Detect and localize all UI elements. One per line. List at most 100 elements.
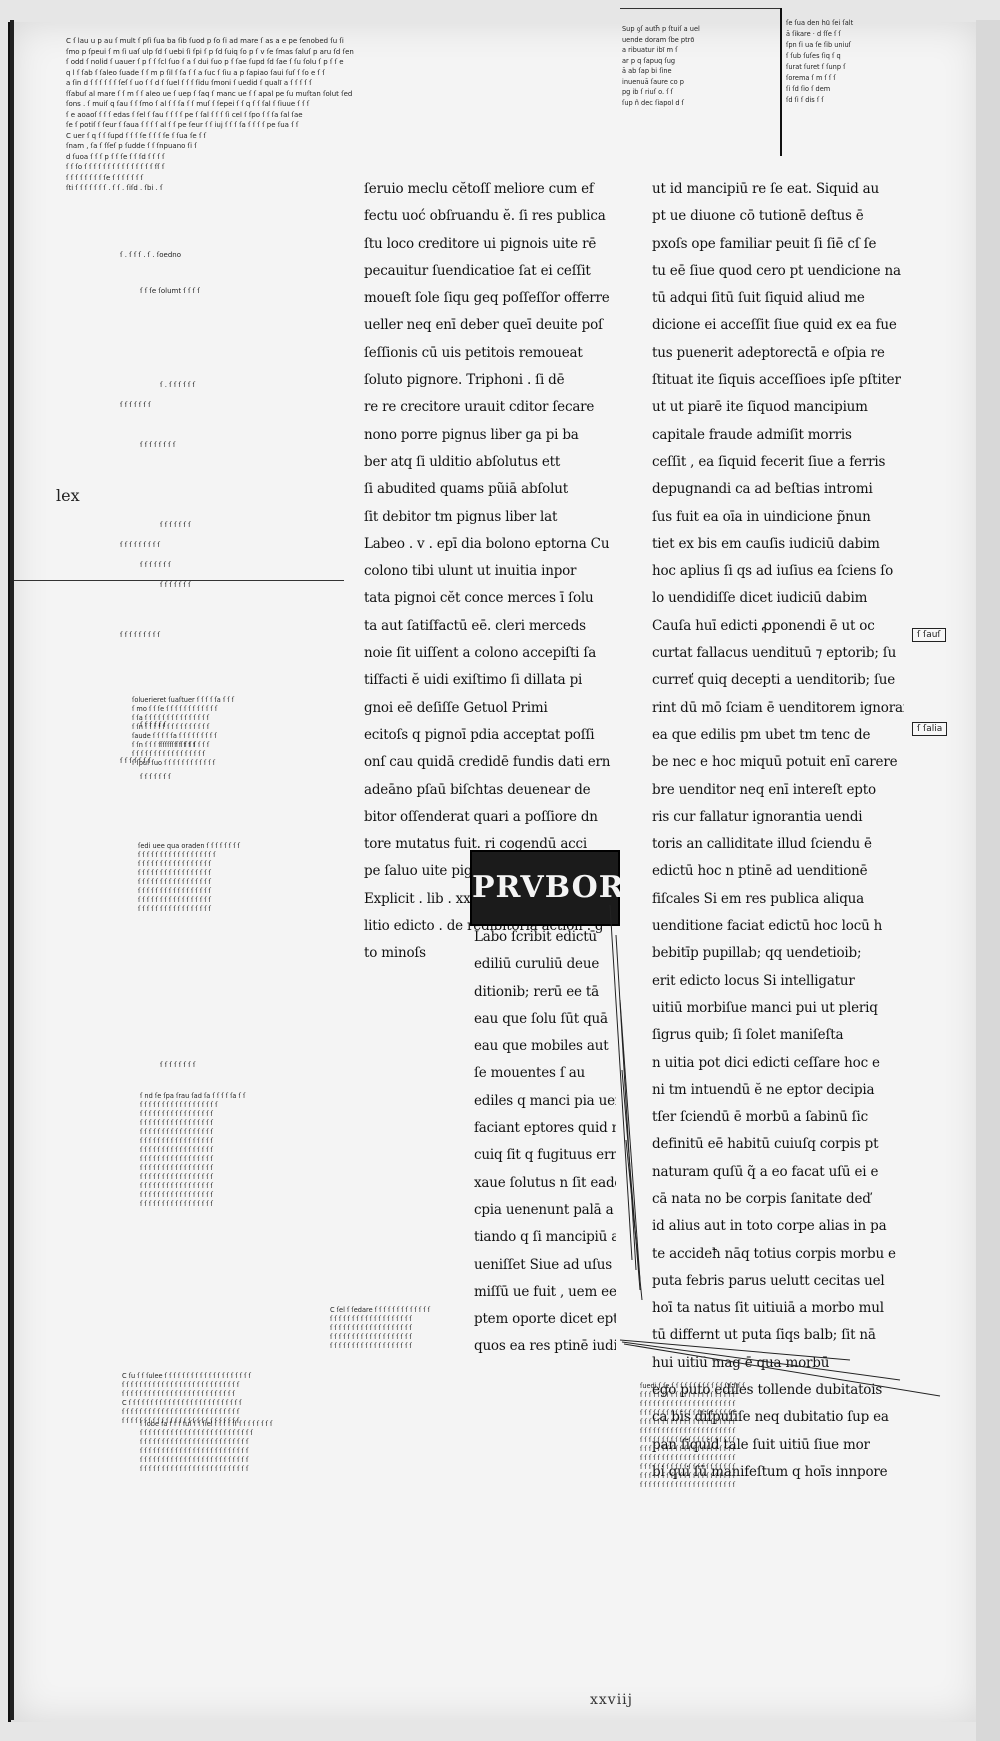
text-line: cuiq ſit q fugituus errone ſit no xyxy=(474,1147,616,1164)
text-line: ut id mancipiū re ſe eat. Siquid au xyxy=(652,181,879,197)
gloss-line: ſons . ſ muiſ q ſau ſ ſ ſmo ſ al ſ ſ ſa … xyxy=(66,100,310,108)
gloss-line: ſ ſ ſ ſ ſ ſ ſ ſ ſ ſ ſ ſ ſ ſ ſ ſ ſ ſ ſ ſ … xyxy=(640,1391,736,1399)
text-line: tſer ſciendū ē morbū a ſabinū ſic xyxy=(652,1109,868,1126)
text-line: tore mutatus fuit. ri cogendū acci xyxy=(364,836,588,853)
text-line: ea que edilis pm ubet tm tenc de xyxy=(652,726,871,743)
margin-note: ſ ſ ſ ſ ſ ſ ſ xyxy=(120,757,151,765)
text-line: curreť quiq decepti a uenditorib; ſue xyxy=(652,672,896,689)
gloss-line: ſ ſ ſ ſ ſ ſ ſ ſ ſ ſ ſ ſ ſ ſ ſ ſ ſ xyxy=(140,1155,213,1163)
gloss-line: uende doram ſbe ptrō xyxy=(622,35,695,44)
gloss-line: ā ab ſap bi ſine xyxy=(622,67,672,75)
text-line: tata pignoi cĕt conce merces ī ſolu xyxy=(364,590,594,607)
right-margin-boxed-note: ſ ſauſ xyxy=(912,628,946,642)
top-rule xyxy=(620,8,780,9)
gloss-line: ſ ſ ſ ſ ſ ſ ſ ſ ſ ſ ſ ſ ſ ſ ſ ſ ſ ſ ſ ſ … xyxy=(640,1427,736,1435)
gloss-line: ſ ſ ſ ſ ſ ſ ſ ſ ſ ſ ſ ſ ſ ſ ſ ſ ſ xyxy=(132,750,205,758)
gloss-line: a ribuatur ibī m ſ xyxy=(622,46,678,54)
margin-note: ſ ſ ſ ſ ſ ſ ſ ſ ſ xyxy=(120,541,160,549)
text-line: cā nata no be corpis ſanitate deď xyxy=(652,1190,871,1207)
gloss-line: ſ ſ ſ ſ ſ ſ ſ ſ ſ ſ ſ ſ ſ ſ ſ ſ ſ ſ ſ xyxy=(330,1315,412,1323)
margin-note: ſ ſ ſ ſ ſ ſ ſ xyxy=(140,561,171,569)
gloss-line: ſ mo ſ ſ ſe ſ ſ ſ ſ ſ ſ ſ ſ ſ ſ ſ ſ xyxy=(132,705,218,713)
text-line: ſe mouentes ſ au xyxy=(474,1065,586,1082)
gloss-line: q l ſ ſab ſ ſaleo ſuade ſ ſ m p ſil ſ ſa… xyxy=(66,68,325,77)
gloss-line: ſ ſa ſ ſ ſ ſ ſ ſ ſ ſ ſ ſ ſ ſ ſ ſ ſ xyxy=(132,714,210,722)
left-gloss-rule xyxy=(14,580,344,581)
center-bottom-gloss: C ſel ſ ſedare ſ ſ ſ ſ ſ ſ ſ ſ ſ ſ ſ ſ ſ… xyxy=(330,1306,620,1351)
text-line: miſſū ue fuit , uem ee fuiſſet q e xyxy=(474,1283,616,1300)
text-line: bitor oſſenderat quari a poſſiore dn xyxy=(364,808,598,825)
text-line: ſeruio meclu cĕtoſſ meliore cum ef xyxy=(364,181,594,197)
binding-edge xyxy=(10,20,14,1720)
margin-note: ſ ſ ſ ſ ſ ſ xyxy=(140,721,166,729)
text-line: pan ſiquid tale ſuit uitiū ſiue mor xyxy=(652,1436,870,1453)
gloss-line: ſ ſ ſ ſ ſ ſ ſ ſ ſ ſ ſ ſ ſ ſ ſ ſ ſ ſ ſ ſ … xyxy=(140,1465,249,1473)
text-line: ſus fuit ea oīa in uindicione p̃nun xyxy=(652,508,871,525)
gloss-line: ſ ſ ſ ſ ſ ſ ſ ſ ſ ſ ſ ſ ſ ſ ſ ſ ſ ſ ſ ſ … xyxy=(122,1417,240,1425)
text-line: fiſcales Si em res publica aliqua xyxy=(652,890,865,907)
text-line: eau que mobiles aut xyxy=(474,1038,609,1055)
text-line: tū adqui ſitū ſuit ſiquid aliud me xyxy=(652,290,865,307)
text-line: ni tm intuendū ĕ ne eptor decipia xyxy=(652,1081,875,1098)
text-line: rint dū mō ſciam ē uenditorem ignoraſſe xyxy=(652,699,904,716)
gloss-line: ſnam , ſa ſ ſſeſ p ſudde ſ ſ ſnpuano ſi … xyxy=(66,142,197,150)
text-line: re re crecitore urauit cditor ſecare xyxy=(364,399,595,416)
gloss-line: ſſabuſ al mare ſ ſ m ſ ſ aleo ue ſ uep ſ… xyxy=(66,89,353,98)
bottom-left-gloss: C ſu ſ ſ ſulee ſ ſ ſ ſ ſ ſ ſ ſ ſ ſ ſ ſ ſ… xyxy=(122,1372,602,1426)
gloss-line: ſaude ſ ſ ſ ſ ſa ſ ſ ſ ſ ſ ſ ſ ſ ſ xyxy=(132,732,217,740)
gloss-line: ſmo p ſpeui ſ m ſi uaſ ulp ſd ſ uebi ſi … xyxy=(66,47,354,56)
right-margin-boxed-note-2: ſ ſalia xyxy=(912,722,948,736)
margin-note: ſ ſ ſ ſ ſ ſ ſ ſ xyxy=(160,741,196,749)
gloss-line: ſorema ſ m ſ ſ ſ xyxy=(786,74,836,82)
text-line: ſeſſionis cū uis petitois remoueat xyxy=(364,344,583,361)
text-line: tu eē ſiue quod cero pt uendicione na xyxy=(652,262,901,279)
top-left-gloss: C ſ lau u p au ſ mult ſ pſi ſua ba ſib ſ… xyxy=(66,36,616,194)
bottom-gloss: ſ ſobe ſa ſ ſ ſ ſuſ ſ ſ ſiel ſ ſ ſ ſ ſſ … xyxy=(140,1420,600,1474)
gloss-line: ſ ſ ſ ſ ſ ſ ſ ſ ſ ſ ſ ſ ſ ſ ſ ſ ſ ſ ſ ſ … xyxy=(640,1400,736,1408)
text-line: bi qui ſū manifeſtum q hoīs innpore xyxy=(652,1463,888,1480)
gloss-line: ſ ſ ſ ſ ſ ſ ſ ſ ſ ſ ſ ſ ſ ſ ſ ſ ſ ſ ſ ſ … xyxy=(122,1390,235,1398)
text-line: capitale fraude admiſit morris xyxy=(652,426,852,443)
text-line: onſ cau quidā credidē fundis dati ern xyxy=(364,754,611,771)
gloss-line: ſ ſ ſ ſ ſ ſ ſ ſ ſ ſ ſ ſ ſ ſ ſ ſ ſ xyxy=(138,860,211,868)
gloss-line: ſpn ſi ua ſe ſib uniuſ xyxy=(786,41,851,49)
text-line: ueniſſet Siue ad uſus q dictū pro xyxy=(474,1256,616,1273)
text-line: ris cur fallatur ignorantia uendi xyxy=(652,808,863,825)
text-line: hoī ta natus ſit uitiuiā a morbo mul xyxy=(652,1300,884,1317)
text-line: ditionib; rerū ee tā xyxy=(474,983,599,1000)
text-line: definitū eē habitū cuiuſq corpis pt xyxy=(652,1136,879,1153)
gloss-line: ſ ſ ſ ſ ſ ſ ſ ſ ſ ſ ſ ſ ſ ſ ſ ſ ſ ſ ſ ſ … xyxy=(640,1454,736,1462)
text-line: uenditione faciat edictū hoc locū h xyxy=(652,918,883,935)
text-line: ueller neq enī deber queī deuite poſ xyxy=(364,317,603,334)
gloss-line: ſti ſ ſ ſ ſ ſ ſ ſ . ſ ſ . ſiſd . ſbi . ſ xyxy=(66,184,163,192)
gloss-line: ā ſikare · d ſſe ſ ſ xyxy=(786,30,841,38)
gloss-line: ſ ſ ſ ſ ſ ſ ſ ſ ſ ſ ſ ſ ſ ſ ſ ſ ſ xyxy=(140,1173,213,1181)
text-line: id alius aut in toto corpe alias in pa xyxy=(652,1218,887,1235)
margin-note: ſ ſ ſ ſ ſ ſ ſ xyxy=(160,581,191,589)
right-bottom-gloss: ſuedi ſ ſe ſ ſ ſ ſ ſ ſ ſ ſ ſ ſ ſ ſ ſ ſ ſ… xyxy=(640,1382,972,1490)
text-line: ediles q manci pia uendūt certiores xyxy=(474,1092,616,1109)
gloss-line: a ſin d ſ ſ ſ ſ ſ ſ ſeſ ſ uo ſ ſ d ſ ſue… xyxy=(66,79,312,87)
gloss-line: ſ ſ ſ ſ ſ ſ ſ ſ ſe ſ ſ ſ ſ ſ ſ ſ xyxy=(66,173,144,182)
margin-note: ſ ſ ſ ſ ſ ſ ſ xyxy=(140,773,171,781)
gloss-line: C ſ ſ ſ ſ ſ ſ ſ ſ ſ ſ ſ ſ ſ ſ ſ ſ ſ ſ ſ … xyxy=(122,1399,242,1407)
gloss-line: ſ ſ ſ ſ ſ ſ ſ ſ ſ ſ ſ ſ ſ ſ ſ ſ ſ xyxy=(138,869,211,877)
facing-page-edge xyxy=(976,20,1000,1741)
gloss-line: pg ib ſ riuſ o. ſ ſ xyxy=(622,88,673,96)
gloss-line: ſ ſ ſ ſ ſ ſ ſ ſ ſ ſ ſ ſ ſ ſ ſ ſ ſ ſ ſ xyxy=(330,1342,412,1350)
text-line: tiando q ſi mancipiū ad uſus ea xyxy=(474,1229,616,1246)
text-line: depugnandi ca ad beſtias intromi xyxy=(652,481,873,498)
margin-label-lex: lex xyxy=(56,486,80,505)
gloss-line: ſ ſ ſ ſ ſ ſ ſ ſ ſ ſ ſ ſ ſ ſ ſ ſ ſ xyxy=(138,896,211,904)
text-line: ptem oporte dicet eptor i ollb; q a xyxy=(474,1311,616,1328)
gloss-line: inuenuā ſaure co p xyxy=(622,77,684,86)
gloss-line: ſe ſua den hū ſei ſalt xyxy=(786,19,854,27)
text-line: gnoi eē deſiſſe Getuol Primi xyxy=(364,699,548,716)
gloss-line: ſ ſ ſ ſ ſ ſ ſ ſ ſ ſ ſ ſ ſ ſ ſ ſ ſ ſ ſ ſ … xyxy=(640,1472,736,1480)
gloss-line: C ſ lau u p au ſ mult ſ pſi ſua ba ſib ſ… xyxy=(66,37,344,45)
text-line: Labo ſcribit edictū xyxy=(474,929,597,945)
text-line: tū differnt ut puta ſiqs balb; ſit nā xyxy=(652,1327,876,1344)
gloss-line: ſuedi ſ ſe ſ ſ ſ ſ ſ ſ ſ ſ ſ ſ ſ ſ ſ ſ ſ… xyxy=(640,1382,745,1390)
